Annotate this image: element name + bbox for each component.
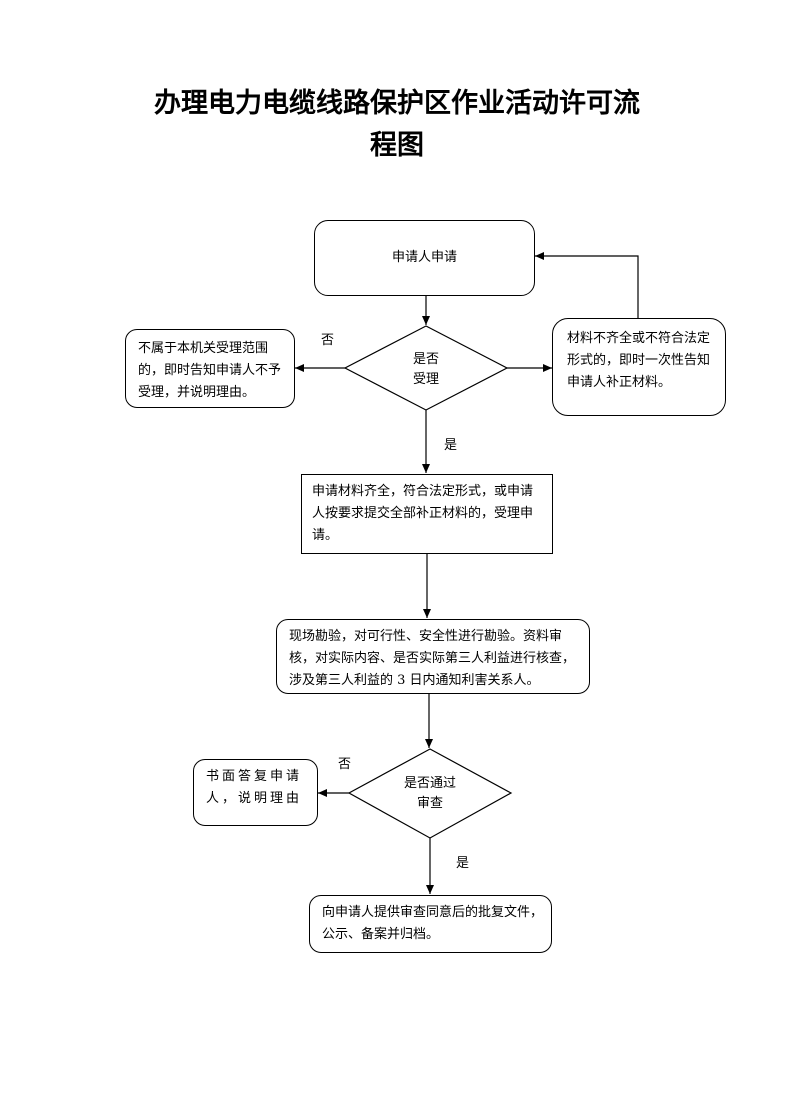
decision2-text-line1: 是否通过 [403, 776, 456, 791]
apply-box: 申请人申请 [314, 220, 535, 296]
apply-text: 申请人申请 [391, 250, 457, 265]
reject-box: 不属于本机关受理范围的，即时告知申请人不予受理，并说明理由。 [125, 329, 295, 408]
label-no-decision1: 否 [321, 333, 335, 348]
final-box: 向申请人提供审查同意后的批复文件，公示、备案并归档。 [309, 895, 552, 953]
supplement-box: 材料不齐全或不符合法定形式的，即时一次性告知申请人补正材料。 [552, 318, 726, 416]
decision2-text: 是否通过 审查 [388, 774, 472, 814]
decision2-text-line2: 审查 [416, 796, 443, 811]
decision1-text: 是否 受理 [396, 350, 456, 390]
supplement-text: 材料不齐全或不符合法定形式的，即时一次性告知申请人补正材料。 [567, 331, 711, 390]
accept-box: 申请材料齐全，符合法定形式，或申请人按要求提交全部补正材料的，受理申请。 [301, 474, 553, 554]
reject-text: 不属于本机关受理范围的，即时告知申请人不予受理，并说明理由。 [138, 341, 282, 400]
label-yes-decision1: 是 [444, 438, 458, 453]
label-no-decision2: 否 [338, 757, 352, 772]
arrow-supplement-to-apply [535, 252, 639, 318]
final-text: 向申请人提供审查同意后的批复文件，公示、备案并归档。 [322, 905, 544, 942]
decision1-text-line1: 是否 [412, 352, 439, 367]
accept-text: 申请材料齐全，符合法定形式，或申请人按要求提交全部补正材料的，受理申请。 [312, 484, 534, 543]
decision1-text-line2: 受理 [412, 372, 439, 387]
page-title-line-1: 办理电力电缆线路保护区作业活动许可流 [154, 88, 640, 119]
survey-box: 现场勘验，对可行性、安全性进行勘验。资料审核，对实际内容、是否实际第三人利益进行… [276, 619, 590, 694]
survey-text: 现场勘验，对可行性、安全性进行勘验。资料审核，对实际内容、是否实际第三人利益进行… [289, 629, 576, 688]
label-yes-decision2: 是 [456, 856, 470, 871]
page-title-line-2: 程图 [370, 130, 424, 161]
written-reply-text: 书面答复申请人，说明理由 [206, 769, 303, 806]
written-reply-box: 书面答复申请人，说明理由 [193, 759, 318, 826]
